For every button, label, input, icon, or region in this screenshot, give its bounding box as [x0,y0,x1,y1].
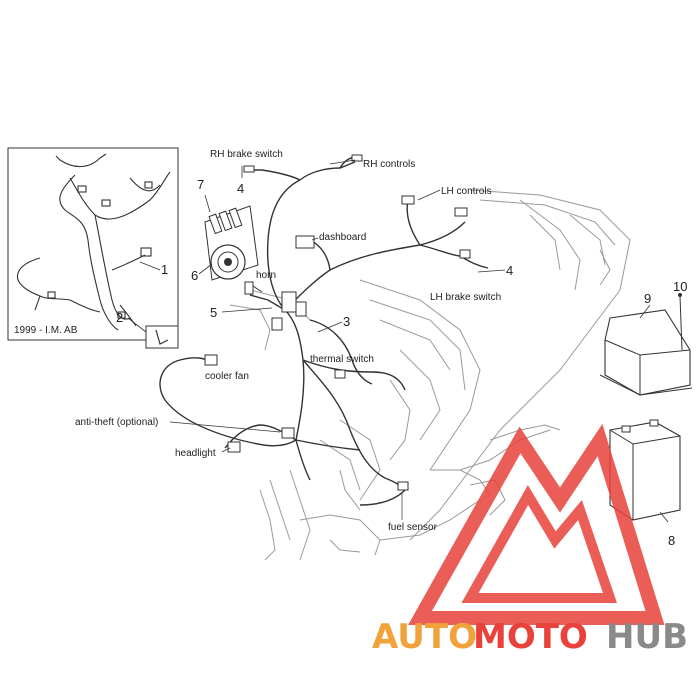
battery [609,419,681,521]
label-headlight: headlight [175,448,216,459]
label-lh-controls: LH controls [441,186,492,197]
relay-group [208,207,243,235]
watermark-text-auto: AUTO [372,617,477,657]
callout-1: 1 [161,262,168,277]
callout-6: 6 [191,268,198,283]
callout-9: 9 [644,291,651,306]
callout-2: 2 [116,310,123,325]
inset-panel: 1 1999 - I.M. AB 2 [7,147,179,349]
callout-10: 10 [673,279,687,294]
callout-3: 3 [343,314,350,329]
watermark-text-hub: HUB [606,617,688,657]
callout-4-lh: 4 [506,263,513,278]
dashboard-connector [295,235,315,249]
horn-assembly [204,194,259,281]
label-dashboard: dashboard [319,232,366,243]
label-rh-brake-switch: RH brake switch [210,149,283,160]
frame-structure [229,189,631,561]
harness-connectors [204,154,471,491]
label-thermal-switch: thermal switch [310,354,374,365]
callout-7: 7 [197,177,204,192]
inset-harness [16,153,171,331]
label-anti-theft: anti-theft (optional) [75,417,158,428]
label-cooler-fan: cooler fan [205,371,249,382]
label-lh-brake-switch: LH brake switch [430,292,501,303]
callout-4-rh: 4 [237,181,244,196]
leader-lines [169,159,441,520]
battery-cover [599,293,693,396]
watermark-text-moto: MOTO [473,617,588,657]
inset-caption: 1999 - I.M. AB [14,325,78,336]
label-horn: horn [256,270,276,281]
watermark-logo [408,423,665,625]
label-fuel-sensor: fuel sensor [388,522,438,533]
label-rh-controls: RH controls [363,159,415,170]
callout-5: 5 [210,305,217,320]
callout-8: 8 [668,533,675,548]
part-2-box [145,325,179,349]
